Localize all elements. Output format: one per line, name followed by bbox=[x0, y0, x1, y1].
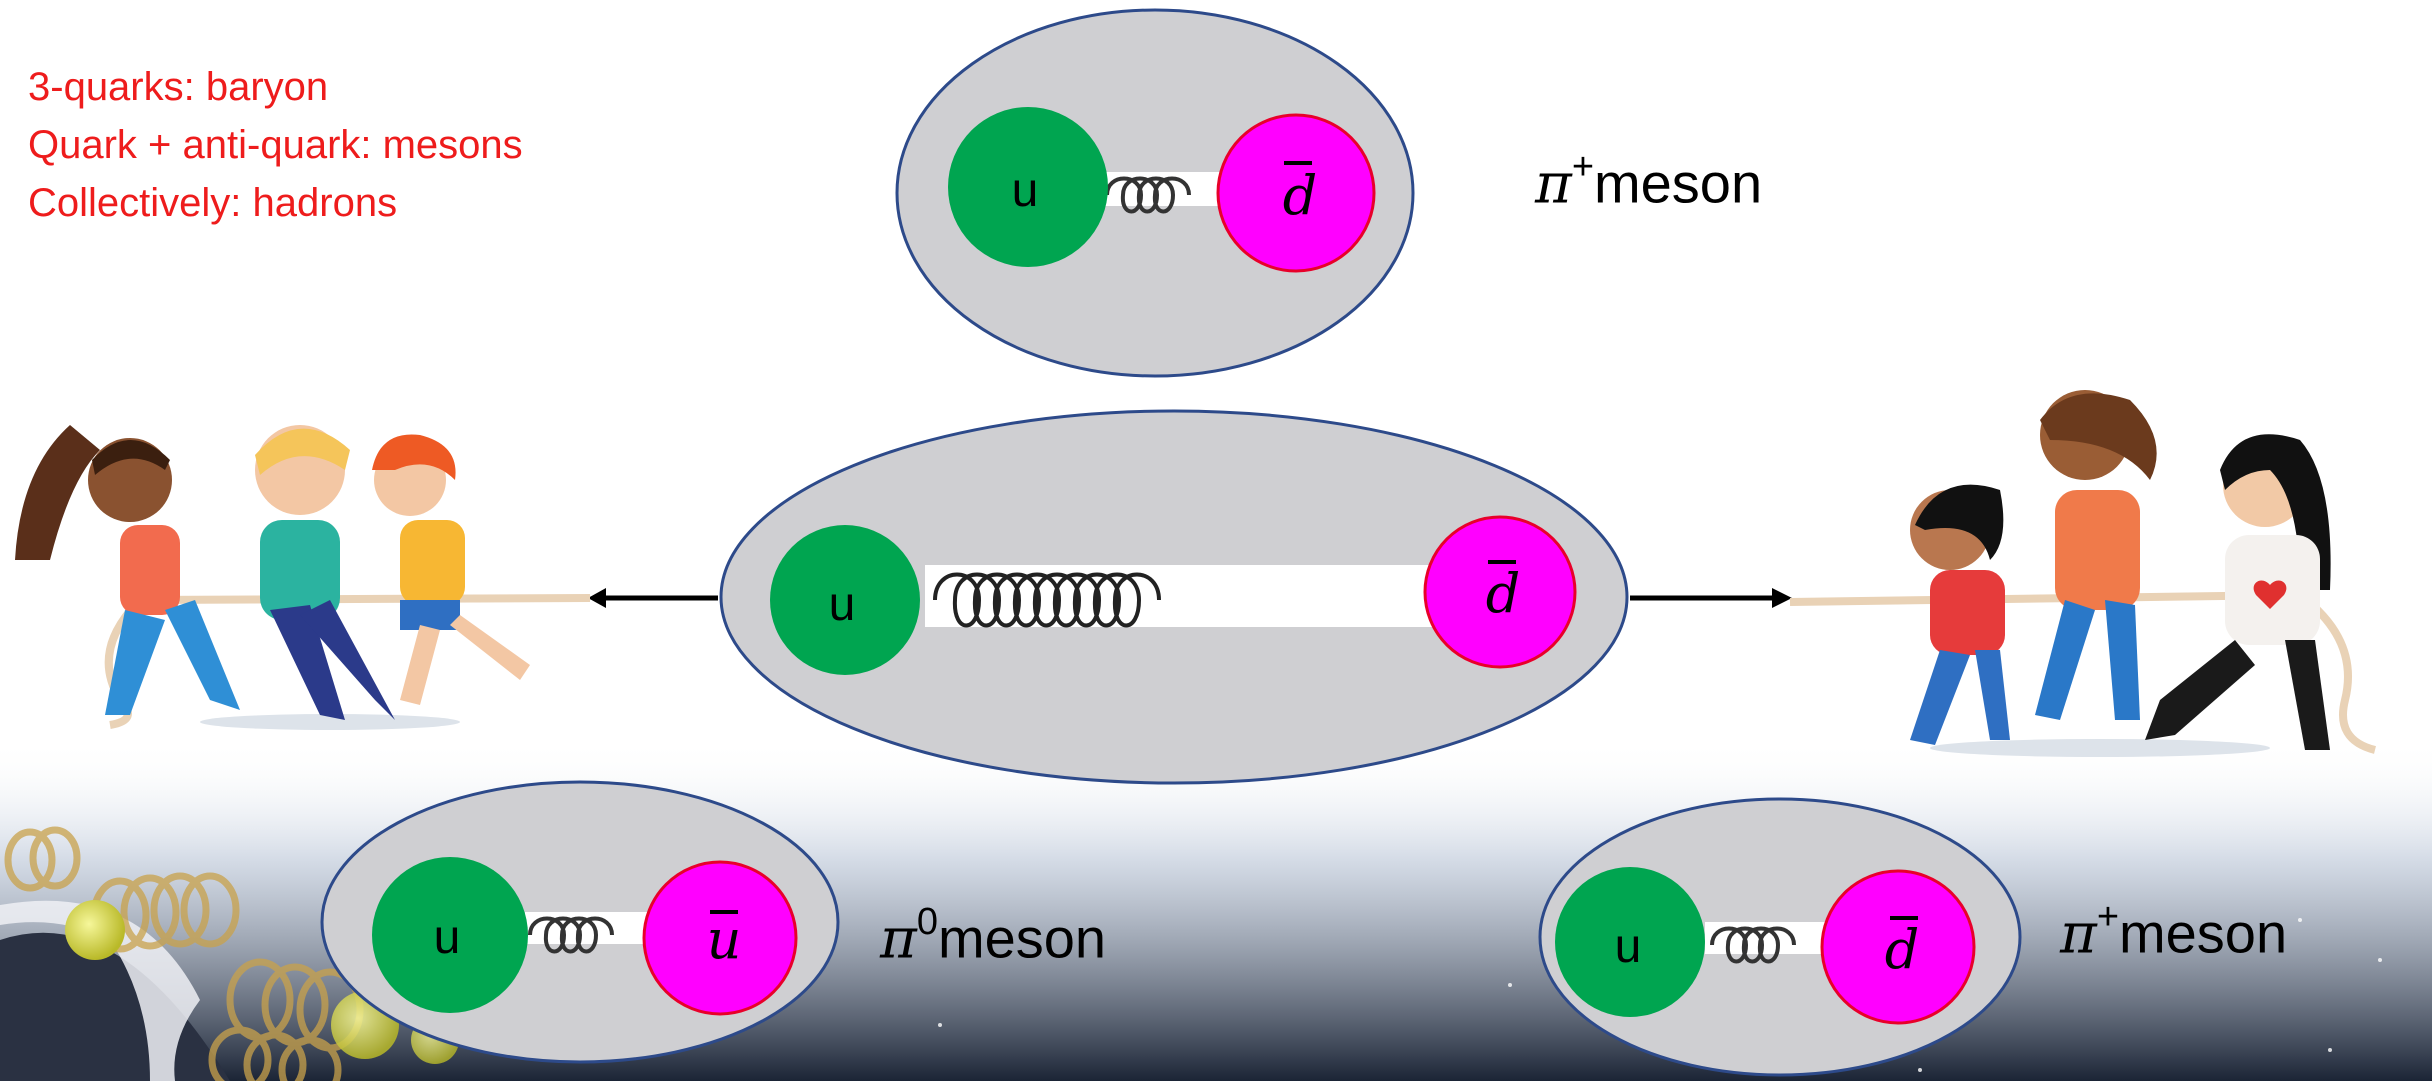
antiquark-d-bar bbox=[1216, 113, 1376, 273]
gluon-spring-icon bbox=[1105, 176, 1191, 214]
antiquark-label: d bbox=[1486, 562, 1521, 625]
quark-label: u bbox=[829, 578, 856, 631]
meson-word: meson bbox=[1594, 151, 1763, 215]
label-bottom-left-meson: π0meson bbox=[880, 901, 1107, 972]
meson-bottom-right: u d bbox=[1538, 797, 2022, 1077]
label-top-meson: π+meson bbox=[1535, 146, 1763, 217]
kids-pulling-rope-left-illustration bbox=[15, 425, 591, 730]
gluon-spring-icon bbox=[528, 916, 614, 954]
quark-label: u bbox=[434, 911, 461, 964]
quark-u bbox=[1555, 867, 1705, 1017]
pi-symbol: π bbox=[2060, 901, 2097, 967]
antiquark-label: d bbox=[1283, 164, 1318, 227]
pull-arrow-right bbox=[1630, 588, 1792, 608]
antiquark-d-bar bbox=[1820, 869, 1976, 1025]
meson-top: u d bbox=[895, 8, 1415, 378]
pull-arrow-left bbox=[588, 588, 718, 608]
charge-superscript: + bbox=[1571, 146, 1595, 188]
heart-icon bbox=[2253, 580, 2287, 609]
quark-u bbox=[948, 107, 1108, 267]
meson-word: meson bbox=[2119, 901, 2288, 965]
charge-superscript: + bbox=[2096, 896, 2120, 938]
gluon-spring-icon bbox=[933, 572, 1161, 628]
quark-label: u bbox=[1615, 920, 1642, 973]
kids-pulling-rope-right-illustration bbox=[1789, 390, 2377, 757]
pi-symbol: π bbox=[1535, 151, 1572, 217]
label-bottom-right-meson: π+meson bbox=[2060, 896, 2288, 967]
charge-superscript: 0 bbox=[916, 901, 938, 943]
particle-ball bbox=[65, 900, 125, 960]
pi-symbol: π bbox=[880, 906, 917, 972]
meson-word: meson bbox=[937, 906, 1107, 970]
antiquark-d-bar bbox=[1423, 515, 1577, 669]
meson-bottom-left: u u bbox=[320, 780, 840, 1064]
antiquark-label: d bbox=[1885, 918, 1920, 981]
quark-label: u bbox=[1012, 164, 1039, 217]
meson-center: u d bbox=[719, 409, 1629, 785]
antiquark-label: u bbox=[707, 908, 742, 971]
quark-u bbox=[372, 857, 528, 1013]
antiquark-u-bar bbox=[642, 860, 798, 1016]
note-hadrons: Collectively: hadrons bbox=[28, 181, 398, 225]
quark-u bbox=[770, 525, 920, 675]
gluon-spring-icon bbox=[1710, 926, 1796, 964]
note-baryon: 3-quarks: baryon bbox=[28, 65, 329, 109]
note-mesons: Quark + anti-quark: mesons bbox=[28, 123, 523, 167]
